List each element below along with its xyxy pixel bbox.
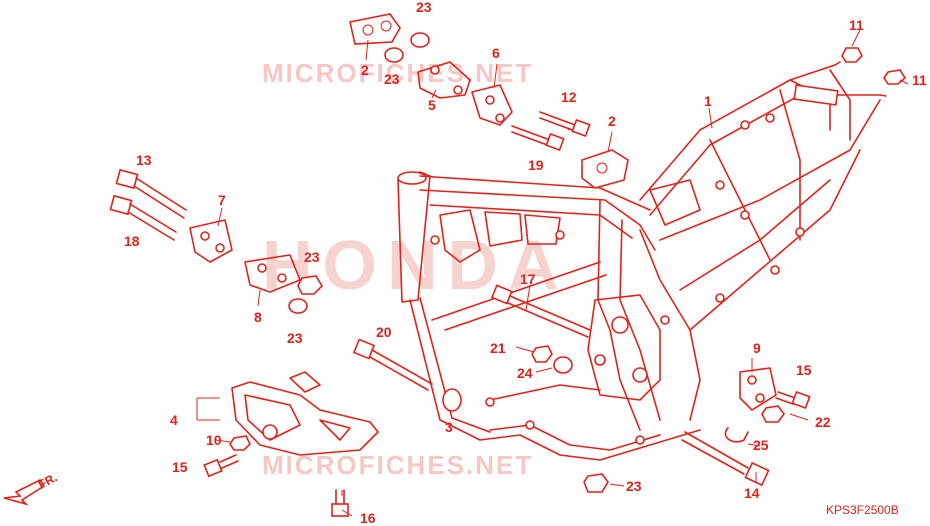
callout-11: 11 <box>912 72 927 88</box>
callout-15: 15 <box>796 362 812 378</box>
bolt-14 <box>681 431 770 487</box>
bolt-20 <box>352 338 433 391</box>
rubber-mount-mid <box>581 149 629 189</box>
callout-17: 17 <box>520 271 536 287</box>
callout-2: 2 <box>608 113 616 129</box>
bolt-17 <box>490 284 591 338</box>
callout-10: 10 <box>206 432 222 448</box>
callout-8: 8 <box>254 309 262 325</box>
bolt-19 <box>511 125 565 152</box>
callout-11: 11 <box>849 17 864 33</box>
nut-icon <box>761 405 785 423</box>
callout-2: 2 <box>361 62 369 78</box>
collar-icon <box>553 356 573 374</box>
bolt-18 <box>109 194 177 241</box>
callout-1: 1 <box>704 93 712 109</box>
collar-icon <box>384 47 404 63</box>
nut-icon <box>841 47 863 63</box>
callout-14: 14 <box>744 485 760 501</box>
bolt-15-left <box>203 454 239 478</box>
callout-22: 22 <box>815 414 831 430</box>
callout-13: 13 <box>136 152 152 168</box>
callout-16: 16 <box>360 510 376 526</box>
callout-21: 21 <box>490 340 506 356</box>
callout-12: 12 <box>561 89 577 105</box>
bolt-12 <box>539 111 591 138</box>
front-direction-arrow-icon <box>3 478 46 506</box>
callout-23: 23 <box>287 330 303 346</box>
callout-7: 7 <box>218 192 226 208</box>
callout-15: 15 <box>172 459 188 475</box>
nut-icon <box>883 69 907 85</box>
nut-icon <box>583 473 609 493</box>
callout-25: 25 <box>753 437 769 453</box>
bolt-16 <box>331 489 349 517</box>
callout-23: 23 <box>626 478 642 494</box>
engine-bracket-9 <box>739 367 777 411</box>
engine-hanger-upper <box>417 61 513 126</box>
collar-icon <box>442 388 462 412</box>
callout-3: 3 <box>445 419 453 435</box>
callout-19: 19 <box>528 157 544 173</box>
callout-5: 5 <box>428 97 436 113</box>
bolt-15-right <box>775 390 811 410</box>
nut-icon <box>229 435 251 451</box>
diagram-code: KPS3F2500B <box>826 503 899 517</box>
watermark-top: MICROFICHES.NET <box>262 58 534 88</box>
callout-4: 4 <box>170 412 178 428</box>
callout-24: 24 <box>517 365 533 381</box>
callout-18: 18 <box>124 233 140 249</box>
skid-plate <box>231 371 379 456</box>
leader-lines <box>196 29 909 517</box>
callout-23: 23 <box>384 71 400 87</box>
callout-23: 23 <box>304 249 320 265</box>
engine-bracket-8 <box>244 254 301 293</box>
callout-9: 9 <box>753 340 761 356</box>
collar-icon <box>288 298 308 314</box>
clip-icon <box>724 427 749 443</box>
collar-icon <box>410 32 430 48</box>
callout-20: 20 <box>376 324 392 340</box>
rubber-mount-top <box>349 13 401 45</box>
bolt-13 <box>115 168 187 219</box>
callout-6: 6 <box>492 45 500 61</box>
callout-23: 23 <box>416 0 432 15</box>
frame-body <box>397 61 887 461</box>
engine-bracket-7 <box>189 219 233 263</box>
nut-icon <box>297 275 324 295</box>
nut-icon <box>531 345 553 363</box>
